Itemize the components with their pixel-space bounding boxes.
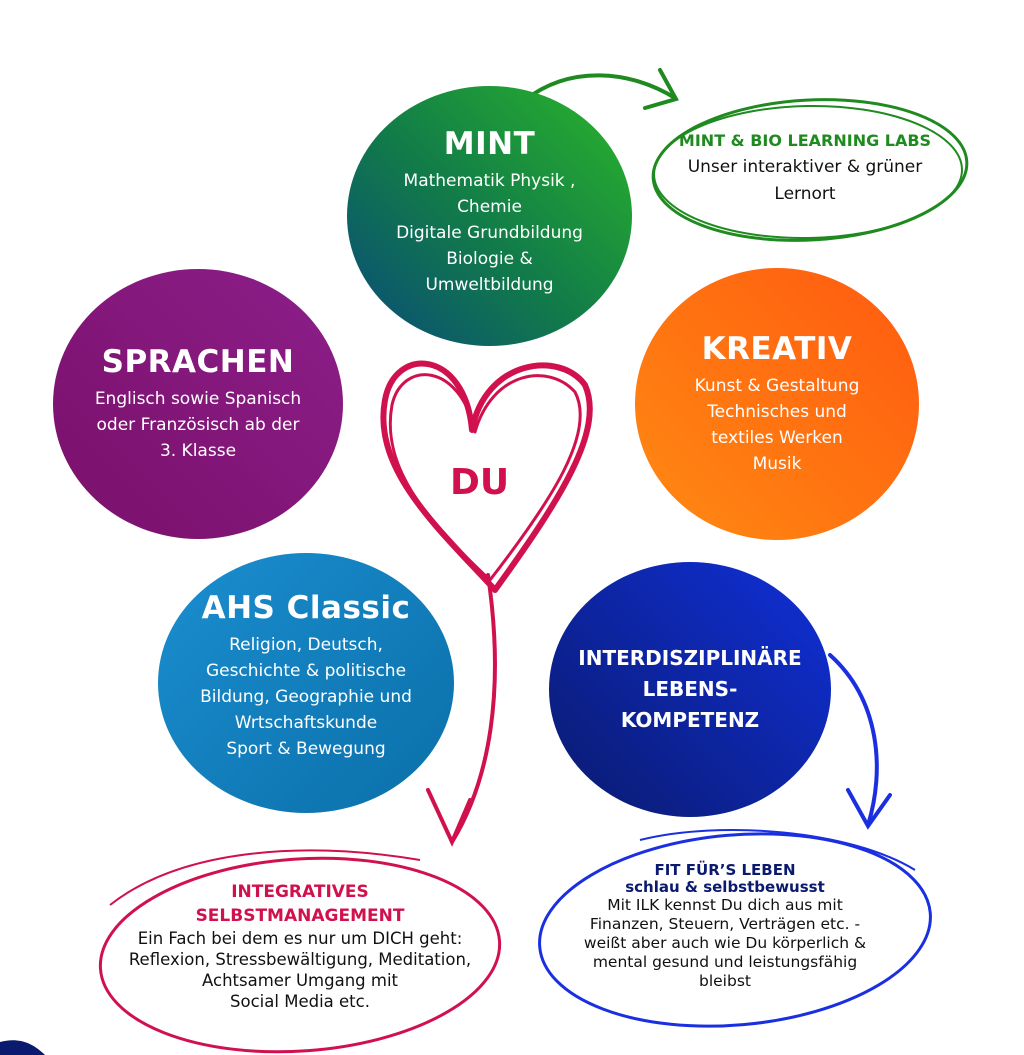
isl-oval	[98, 849, 502, 1054]
sprachen-line: Englisch sowie Spanisch	[94, 389, 302, 409]
fit-text: FIT FÜR’S LEBEN schlau & selbstbewusst M…	[560, 862, 890, 991]
ilk-line: KOMPETENZ	[620, 708, 760, 732]
heart-arrow	[426, 573, 497, 847]
kreativ-circle: KREATIV Kunst & Gestaltung Technisches u…	[635, 268, 919, 540]
labs-line: Unser interaktiver & grüner	[687, 157, 923, 177]
mint-line: Biologie &	[446, 249, 533, 269]
center-label: DU	[450, 462, 510, 503]
kreativ-line: Kunst & Gestaltung	[694, 376, 860, 396]
fit-line: bleibst	[699, 972, 751, 990]
isl-line: Reflexion, Stressbewältigung, Meditation…	[128, 950, 472, 969]
ahs-line: Religion, Deutsch,	[229, 635, 383, 655]
sprachen-title: SPRACHEN	[101, 344, 295, 380]
isl-line: Achtsamer Umgang mit	[202, 971, 398, 990]
labs-line: Lernort	[774, 184, 836, 204]
fit-subtitle: schlau & selbstbewusst	[625, 878, 825, 896]
ilk-circle: INTERDISZIPLINÄRE LEBENS- KOMPETENZ	[549, 562, 831, 817]
ahs-line: Geschichte & politische	[205, 661, 407, 681]
ahs-line: Wrtschaftskunde	[234, 713, 378, 733]
mint-line: Digitale Grundbildung	[396, 223, 583, 243]
kreativ-line: Technisches und	[707, 402, 847, 422]
sprachen-line: 3. Klasse	[159, 441, 237, 461]
isl-title: SELBSTMANAGEMENT	[195, 906, 405, 926]
labs-text: MINT & BIO LEARNING LABS Unser interakti…	[660, 128, 950, 208]
corner-shape	[0, 1040, 45, 1055]
mint-line: Chemie	[457, 197, 522, 217]
isl-title: INTEGRATIVES	[231, 882, 369, 902]
isl-line: Ein Fach bei dem es nur um DICH geht:	[137, 929, 463, 948]
sprachen-line: oder Französisch ab der	[96, 415, 300, 435]
sprachen-circle: SPRACHEN Englisch sowie Spanisch oder Fr…	[53, 269, 343, 539]
ahs-classic-circle: AHS Classic Religion, Deutsch, Geschicht…	[158, 553, 454, 813]
mint-line: Mathematik Physik ,	[403, 171, 576, 191]
kreativ-line: textiles Werken	[711, 428, 843, 448]
fit-line: Finanzen, Steuern, Verträgen etc. -	[589, 915, 861, 933]
ahs-line: Sport & Bewegung	[226, 739, 386, 759]
mint-title: MINT	[443, 126, 536, 162]
labs-arrow	[523, 68, 679, 110]
ilk-line: INTERDISZIPLINÄRE	[578, 646, 802, 670]
mint-circle: MINT Mathematik Physik , Chemie Digitale…	[347, 86, 632, 346]
isl-line: Social Media etc.	[230, 992, 370, 1011]
fit-line: mental gesund und leistungsfähig	[592, 953, 858, 971]
ahs-title: AHS Classic	[201, 590, 411, 626]
fit-line: weißt aber auch wie Du körperlich &	[583, 934, 867, 952]
ilk-line: LEBENS-	[642, 677, 738, 701]
labs-title: MINT & BIO LEARNING LABS	[678, 131, 932, 150]
fit-arrow	[828, 653, 892, 830]
fit-oval	[538, 829, 932, 1028]
fit-line: Mit ILK kennst Du dich aus mit	[607, 896, 843, 914]
ahs-line: Bildung, Geographie und	[200, 687, 412, 707]
kreativ-title: KREATIV	[701, 331, 853, 367]
labs-oval	[651, 98, 969, 242]
heart-icon	[380, 360, 593, 593]
fit-title: FIT FÜR’S LEBEN	[654, 861, 796, 879]
kreativ-line: Musik	[752, 454, 802, 474]
mint-line: Umweltbildung	[425, 275, 554, 295]
isl-text: INTEGRATIVES SELBSTMANAGEMENT Ein Fach b…	[110, 880, 490, 1012]
